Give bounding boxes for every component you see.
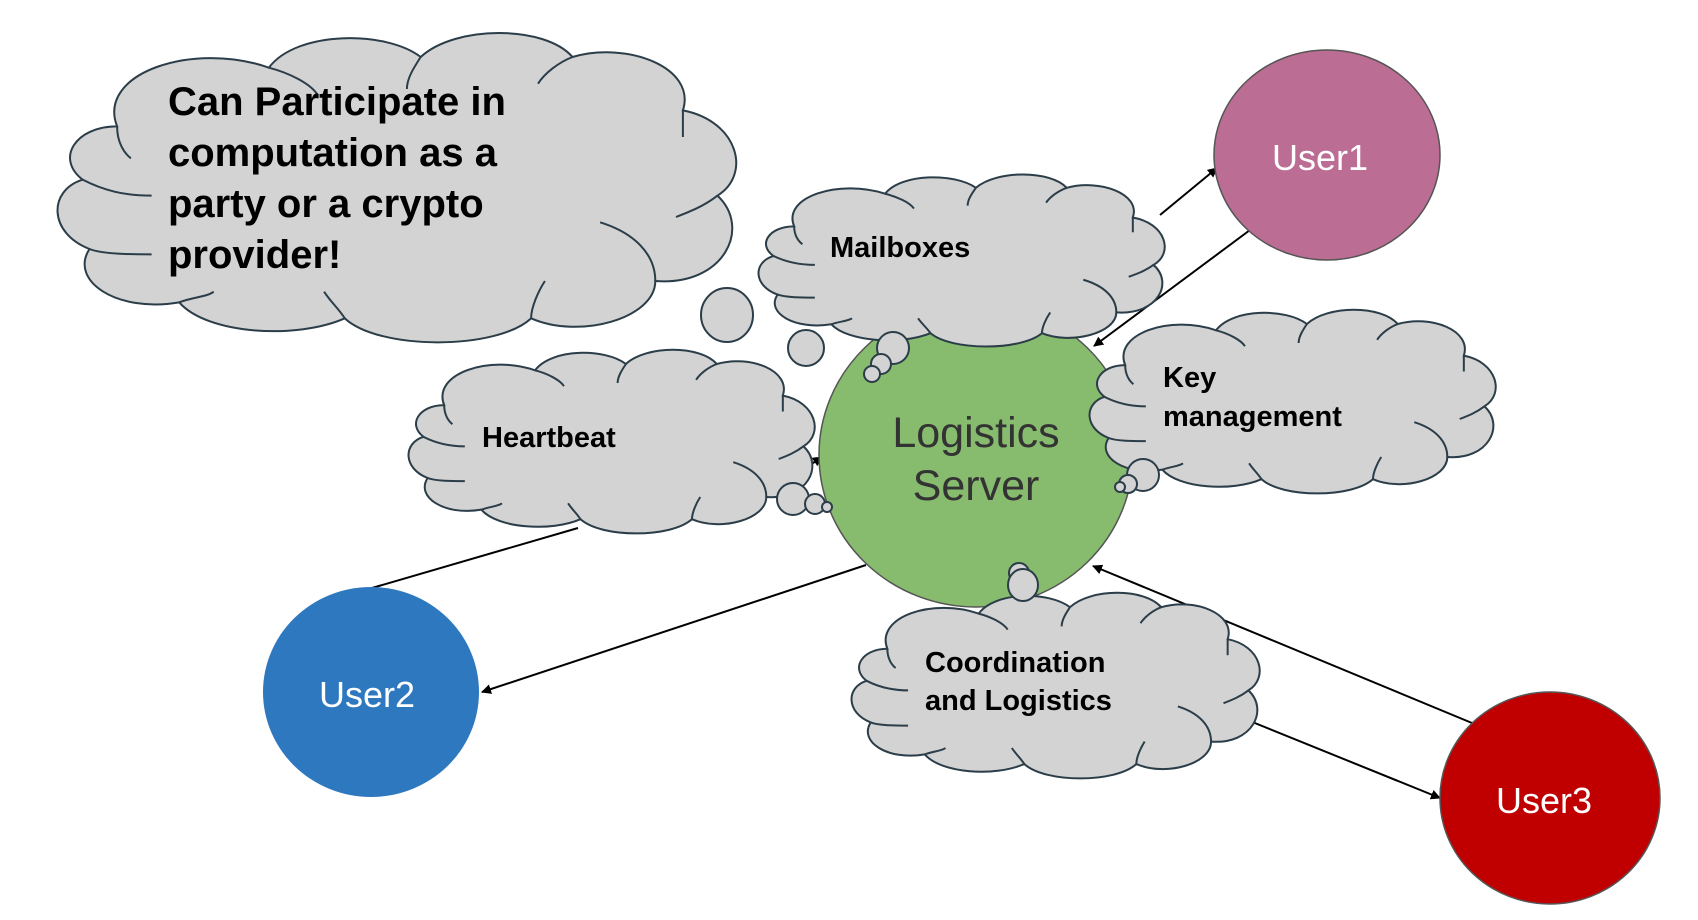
coordination-line-1: Coordination (925, 647, 1105, 679)
user3-label: User3 (1496, 780, 1592, 821)
edge-heartbeat-to-user2 (371, 527, 579, 589)
key-management-cloud: Key management (1090, 310, 1496, 494)
edges (371, 167, 1473, 800)
edge-coordination-to-user3 (1234, 714, 1441, 800)
logistics-server-label-line2: Server (913, 462, 1040, 510)
mailboxes-label: Mailboxes (830, 232, 970, 264)
heartbeat-cloud: Heartbeat (409, 350, 815, 534)
mailboxes-thought-bubbles (863, 331, 910, 383)
edge-server-to-user2 (481, 564, 867, 694)
user1-label: User1 (1272, 137, 1368, 178)
coordination-line-2: and Logistics (925, 685, 1112, 717)
heartbeat-label: Heartbeat (482, 422, 616, 454)
participate-thought-bubbles (700, 287, 825, 367)
participate-line-2: computation as a (168, 131, 498, 175)
key-management-thought-bubbles (1114, 458, 1160, 494)
edge-mailboxes-to-user1 (1159, 167, 1218, 216)
edge-user3-to-server (1092, 564, 1473, 724)
participate-line-1: Can Participate in (168, 80, 506, 124)
mailboxes-cloud: Mailboxes (759, 174, 1165, 346)
heartbeat-thought-bubbles (776, 482, 833, 516)
user3-node[interactable]: User3 (1439, 691, 1661, 905)
logistics-server-node[interactable]: Logistics Server (818, 302, 1134, 608)
user1-circle (1213, 49, 1441, 261)
participate-line-4: provider! (168, 233, 341, 277)
user2-label: User2 (319, 674, 415, 715)
user3-circle (1439, 691, 1661, 905)
logistics-server-label-line1: Logistics (892, 409, 1059, 457)
key-management-line-2: management (1163, 401, 1342, 433)
edge-user1-to-server (1093, 229, 1251, 347)
coordination-thought-bubbles (1007, 562, 1039, 602)
user2-node[interactable]: User2 (263, 587, 479, 797)
coordination-cloud: Coordination and Logistics (852, 593, 1260, 779)
participate-cloud: Can Participate in computation as a part… (58, 33, 737, 342)
participate-line-3: party or a crypto (168, 182, 484, 226)
user2-circle (263, 587, 479, 797)
user1-node[interactable]: User1 (1213, 49, 1441, 261)
key-management-line-1: Key (1163, 362, 1216, 394)
